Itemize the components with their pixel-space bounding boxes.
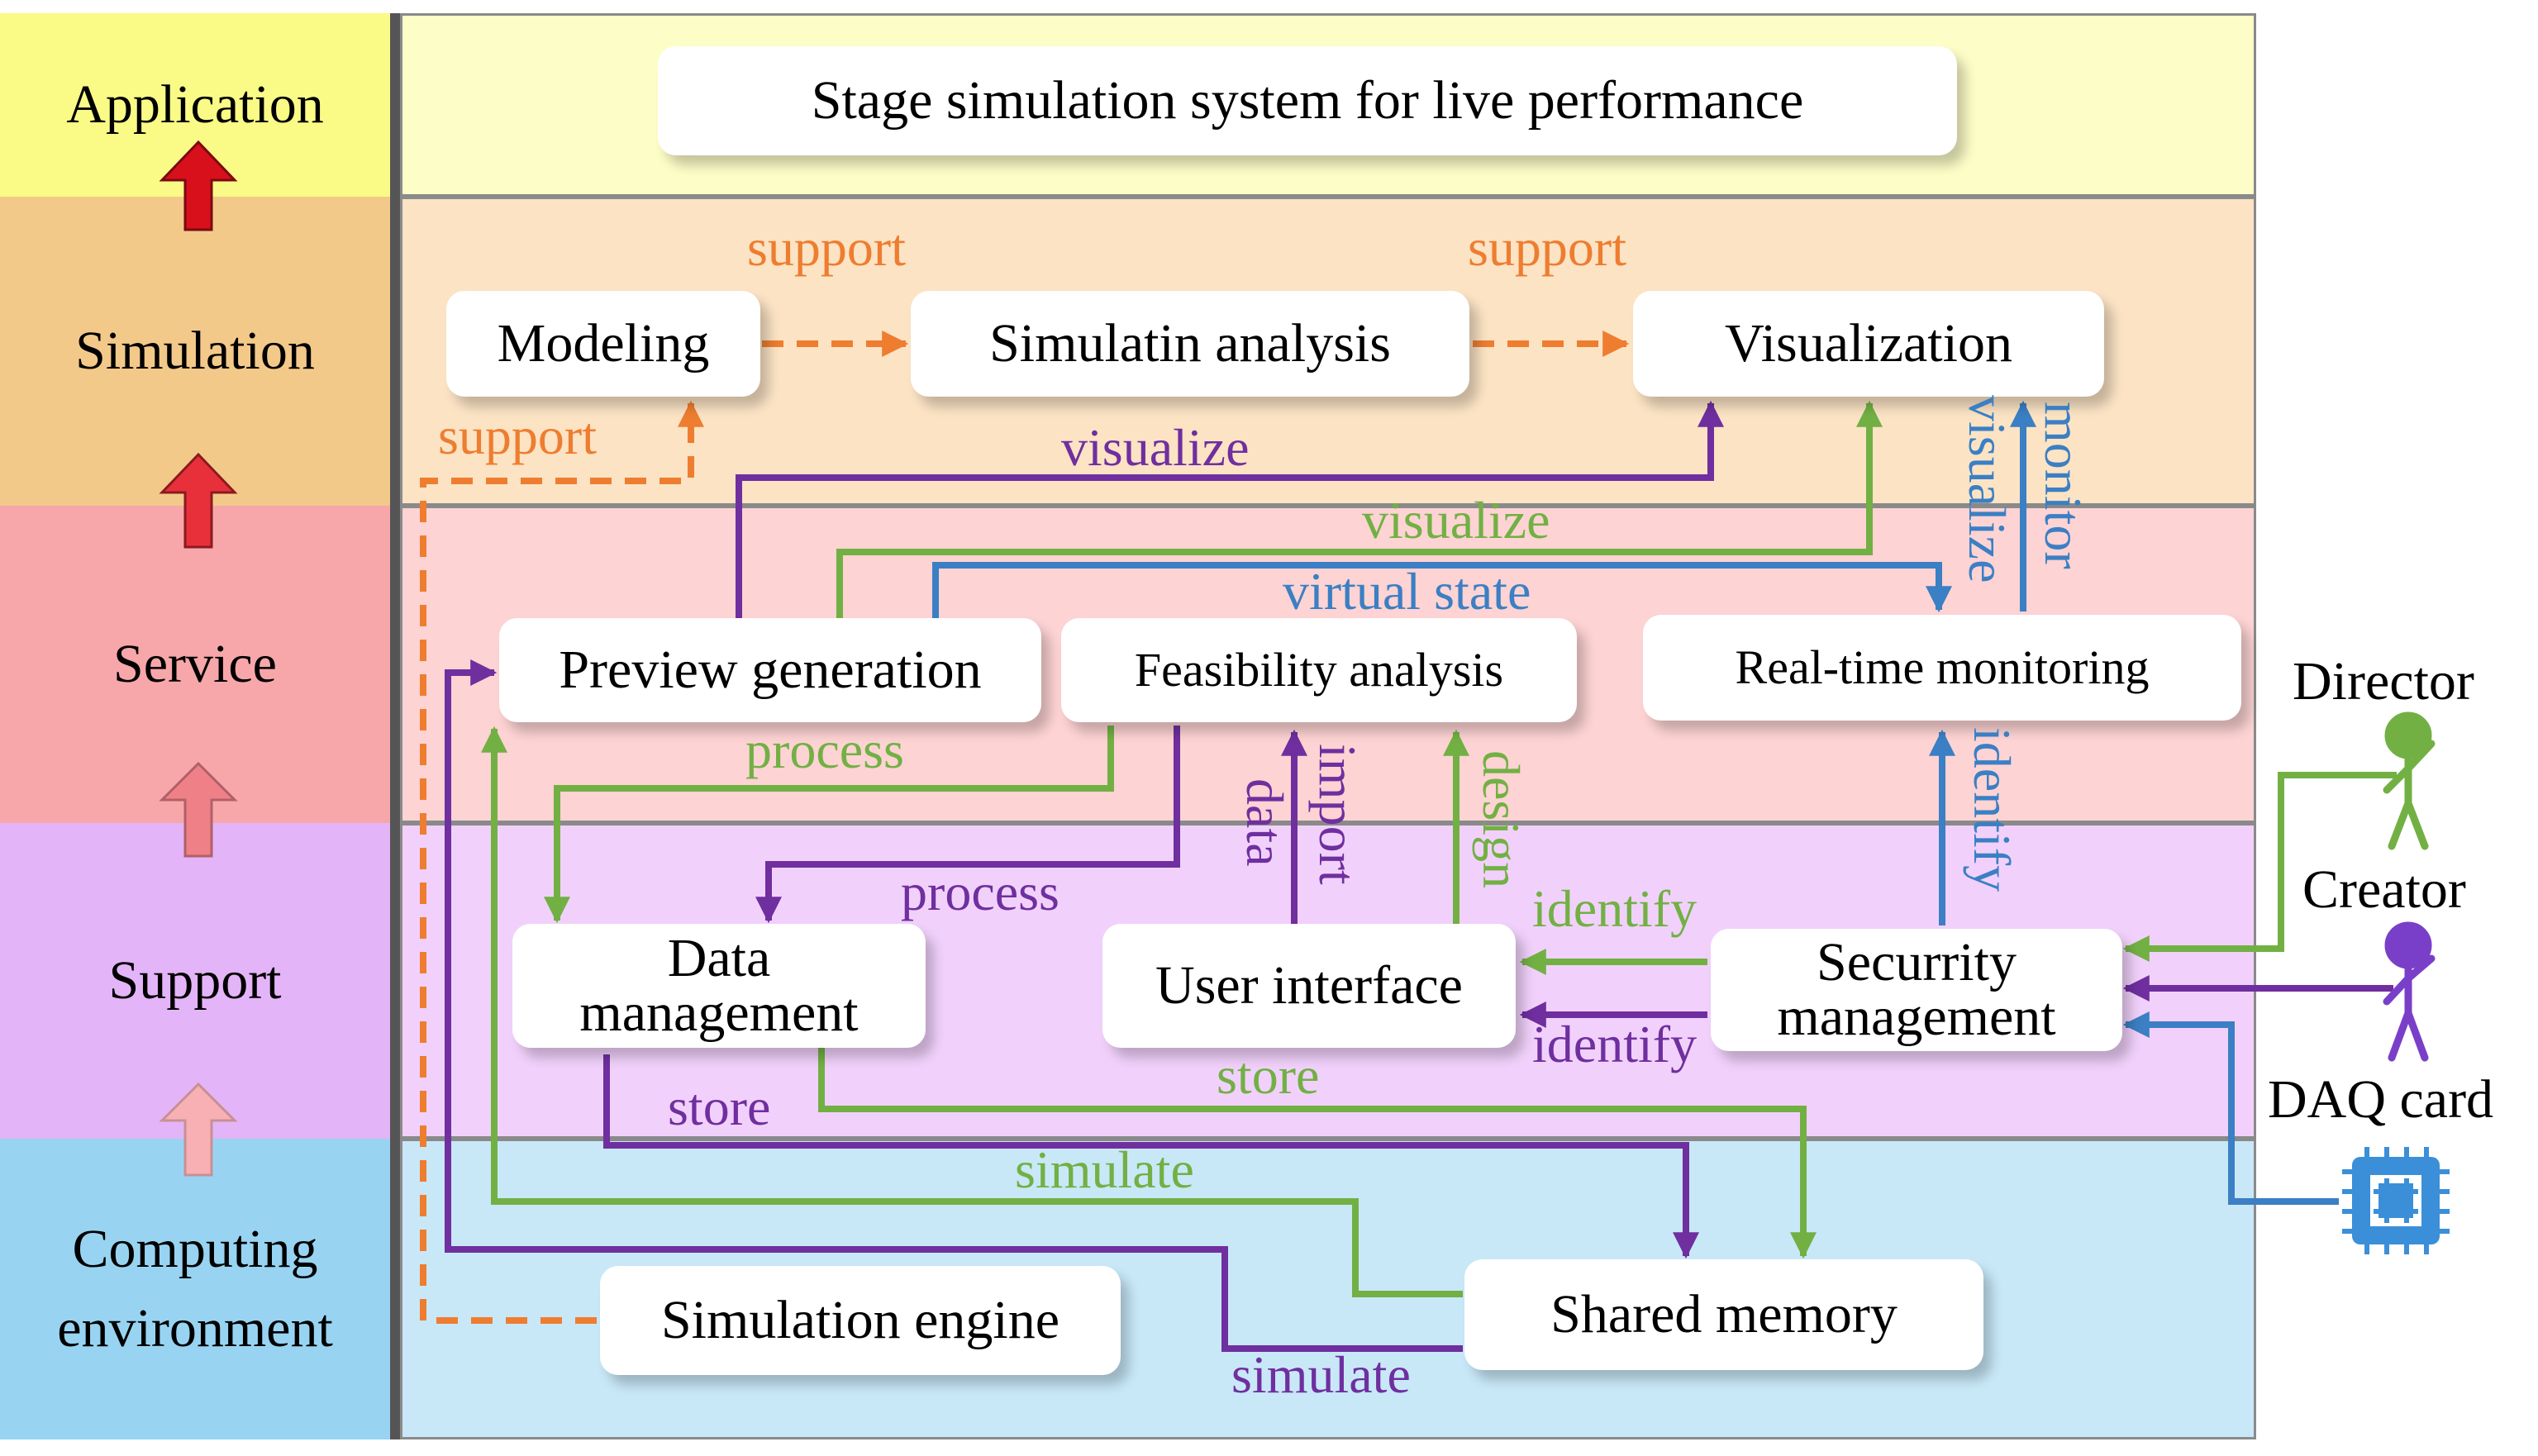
data-management-line1: Data: [667, 928, 771, 988]
data-management-line2: management: [579, 983, 859, 1043]
layer-computing-environment: Computing environment: [0, 1139, 400, 1439]
data-vertical-label: data: [1236, 778, 1294, 867]
visualize-green-label: visualize: [1362, 491, 1550, 550]
app-title-node: Stage simulation system for live perform…: [658, 46, 1957, 155]
import-vertical-label: import: [1308, 744, 1367, 885]
blue-arrows: [932, 400, 2339, 1205]
visualize-purple-label: visualize: [1061, 418, 1250, 477]
feasibility-analysis-node: Feasibility analysis: [1061, 618, 1577, 722]
shared-memory-node: Shared memory: [1464, 1259, 1983, 1370]
creator-label: Creator: [2302, 859, 2466, 920]
simulation-engine-node: Simulation engine: [600, 1266, 1121, 1375]
daq-card-icon: [2342, 1147, 2450, 1254]
process-purple-label: process: [901, 863, 1059, 921]
monitor-vertical-label: monitor: [2034, 402, 2093, 569]
security-management-node: Securrity management: [1711, 929, 2122, 1051]
layer-computing-line2: environment: [57, 1298, 333, 1358]
simulation-analysis-node: Simulatin analysis: [911, 291, 1469, 397]
director-label: Director: [2293, 651, 2474, 711]
layer-simulation: Simulation: [0, 197, 400, 506]
visualize-vertical-label: visualize: [1958, 395, 2017, 583]
data-management-node: Data management: [512, 924, 926, 1048]
process-green-label: process: [745, 721, 904, 779]
simulate-purple-label: simulate: [1231, 1345, 1411, 1404]
visualization-node: Visualization: [1633, 291, 2104, 397]
identify-purple-label: identify: [1532, 1015, 1698, 1073]
simulate-green-label: simulate: [1015, 1140, 1194, 1199]
support-label-2: support: [1468, 218, 1626, 277]
security-management-line2: management: [1777, 987, 2056, 1047]
identify-vertical-label: identify: [1963, 727, 2021, 892]
preview-generation-node: Preview generation: [499, 618, 1041, 722]
store-green-label: store: [1217, 1046, 1320, 1105]
support-label-3: support: [438, 407, 597, 465]
modeling-node: Modeling: [446, 291, 760, 397]
security-management-line1: Securrity: [1817, 932, 2017, 992]
layer-up-arrows: [159, 140, 238, 1177]
director-figure: [2383, 711, 2436, 850]
user-interface-node: User interface: [1102, 924, 1516, 1048]
support-arrows: [420, 331, 1630, 1324]
realtime-monitoring-node: Real-time monitoring: [1643, 615, 2241, 721]
design-vertical-label: design: [1472, 750, 1531, 889]
green-arrows: [481, 400, 2397, 1297]
store-purple-label: store: [668, 1078, 771, 1136]
virtual-state-label: virtual state: [1283, 562, 1531, 621]
identify-green-label: identify: [1532, 879, 1698, 938]
support-label-1: support: [747, 218, 906, 277]
creator-figure: [2383, 921, 2436, 1062]
purple-arrows: [445, 400, 2393, 1352]
daq-card-label: DAQ card: [2268, 1069, 2494, 1130]
layer-computing-line1: Computing: [72, 1219, 318, 1280]
